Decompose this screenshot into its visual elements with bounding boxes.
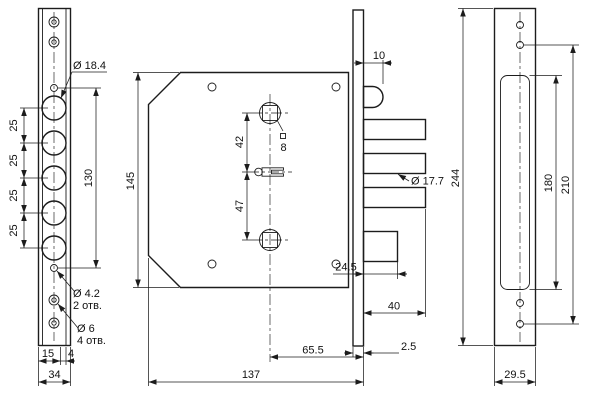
lower-square-hole bbox=[259, 229, 281, 251]
dim-backset-65-5: 65.5 bbox=[269, 345, 364, 360]
dim-label-130: 130 bbox=[83, 169, 95, 187]
callout-dia-18-4: Ø 18.4 bbox=[60, 60, 107, 99]
dim-label-square-8: 8 bbox=[280, 142, 286, 154]
small-hole bbox=[50, 264, 58, 272]
dim-label-42: 42 bbox=[234, 136, 246, 148]
screw-hole bbox=[516, 320, 524, 328]
callout-label-dia-18-4: Ø 18.4 bbox=[73, 60, 106, 72]
deadbolt-pin-1 bbox=[362, 118, 427, 141]
dim-label-25: 25 bbox=[8, 224, 20, 236]
dim-plate-thickness-2-5: 2.5 bbox=[344, 341, 416, 357]
dim-label-25: 25 bbox=[8, 154, 20, 166]
mounting-hole bbox=[207, 259, 217, 269]
faceplate-edge bbox=[352, 9, 365, 347]
small-hole bbox=[50, 84, 58, 92]
dim-label-29-5: 29.5 bbox=[504, 369, 525, 381]
left-view-faceplate-front: 25 25 25 25 130 Ø 18.4 Ø 4.2 2 отв. Ø 6 … bbox=[8, 7, 107, 386]
lower-square bbox=[262, 232, 278, 248]
dim-latch-10: 10 bbox=[354, 50, 392, 84]
screw-hole bbox=[516, 299, 524, 307]
dim-body-180: 180 bbox=[529, 75, 562, 290]
screw-hole bbox=[516, 21, 524, 29]
dim-label-244: 244 bbox=[450, 169, 462, 187]
deadbolt-pin-2 bbox=[362, 152, 427, 175]
dim-plate-widths: 15 4 34 bbox=[38, 347, 75, 386]
dim-height-145: 145 bbox=[125, 72, 179, 288]
auxiliary-bolt bbox=[362, 230, 399, 263]
lock-internals: 8 bbox=[248, 94, 292, 362]
spindle-square bbox=[262, 105, 278, 121]
dim-label-65-5: 65.5 bbox=[302, 345, 323, 357]
latch-bolt bbox=[362, 85, 384, 109]
body-side-profile bbox=[500, 75, 530, 290]
dim-label-10: 10 bbox=[373, 50, 385, 62]
key-bit-profile bbox=[261, 167, 284, 177]
callout-label-dia-6: Ø 6 bbox=[77, 323, 95, 335]
dim-label-24-5: 24.5 bbox=[335, 262, 356, 274]
dim-label-180: 180 bbox=[543, 174, 555, 192]
screw-hole bbox=[48, 294, 60, 306]
dim-label-47: 47 bbox=[234, 200, 246, 212]
faceplate-front-outline bbox=[37, 7, 72, 347]
screw-hole bbox=[48, 36, 60, 48]
dim-label-145: 145 bbox=[125, 172, 137, 190]
center-view-lock-body: 8 145 42 47 10 bbox=[125, 9, 444, 386]
square-symbol bbox=[280, 133, 286, 139]
callout-label-count-2: 2 отв. bbox=[73, 300, 102, 312]
dim-label-2-5: 2.5 bbox=[401, 341, 416, 353]
dim-label-25: 25 bbox=[8, 119, 20, 131]
deadbolt-pin-3 bbox=[362, 186, 427, 209]
mounting-hole bbox=[331, 259, 341, 269]
dim-label-34: 34 bbox=[48, 369, 60, 381]
side-profile-outline bbox=[493, 7, 537, 347]
screw-hole bbox=[48, 16, 60, 28]
dim-width-29-5: 29.5 bbox=[494, 347, 536, 386]
mounting-hole bbox=[207, 82, 217, 92]
dim-42-47: 42 47 bbox=[234, 112, 251, 241]
screw-hole bbox=[516, 41, 524, 49]
screw-hole bbox=[48, 317, 60, 329]
dim-label-25: 25 bbox=[8, 189, 20, 201]
dim-label-bolt-dia: Ø 17.7 bbox=[411, 176, 444, 188]
dim-throw-40: 40 bbox=[363, 209, 426, 317]
callout-bolt-dia-17-7: Ø 17.7 bbox=[397, 173, 444, 188]
dim-label-4: 4 bbox=[68, 348, 74, 360]
dim-label-210: 210 bbox=[560, 176, 572, 194]
dim-label-15: 15 bbox=[42, 348, 54, 360]
spindle-hole bbox=[259, 102, 281, 124]
mounting-hole bbox=[331, 82, 341, 92]
callout-label-count-4: 4 отв. bbox=[77, 335, 106, 347]
dim-holes-210: 210 bbox=[524, 44, 579, 325]
lock-body-outline bbox=[147, 9, 427, 347]
callout-dia-6: Ø 6 4 отв. bbox=[57, 303, 106, 347]
dim-lower-bolt-24-5: 24.5 bbox=[333, 262, 407, 279]
dim-label-137: 137 bbox=[242, 369, 260, 381]
dim-depth-137: 137 bbox=[148, 258, 364, 386]
callout-dia-4-2: Ø 4.2 2 отв. bbox=[56, 270, 102, 312]
dim-height-244: 244 bbox=[450, 8, 493, 346]
dim-label-40: 40 bbox=[388, 301, 400, 313]
right-view-side-profile: 244 180 210 29.5 bbox=[450, 7, 579, 386]
callout-label-dia-4-2: Ø 4.2 bbox=[73, 288, 100, 300]
dim-pitch-25: 25 25 25 25 bbox=[8, 107, 48, 249]
